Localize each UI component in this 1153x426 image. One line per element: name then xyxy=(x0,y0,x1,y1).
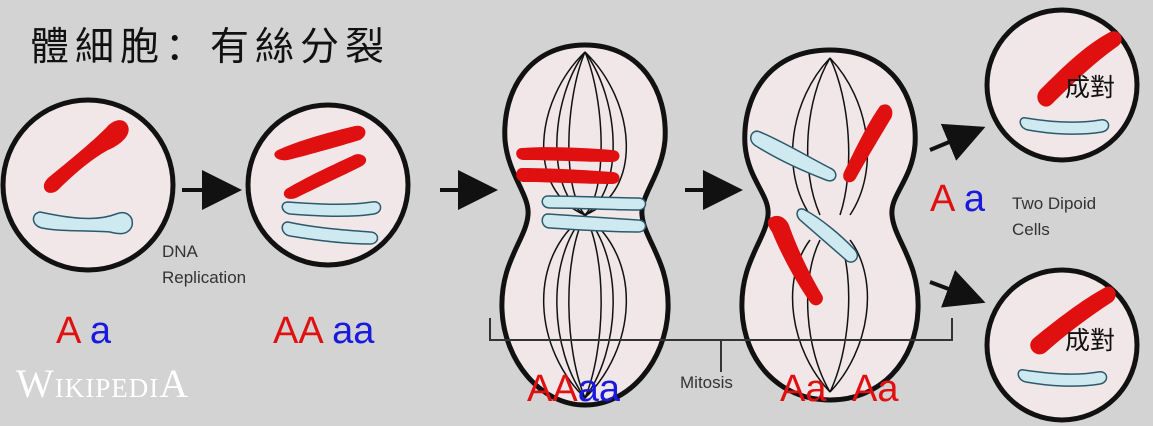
chromosome-recessive-upper xyxy=(282,202,380,217)
two-dipoid-label: Two Dipoid xyxy=(1012,195,1096,212)
allele-stage1: A a xyxy=(56,312,111,350)
arrow-4 xyxy=(930,130,978,150)
paired-label-top: 成對 xyxy=(1065,75,1115,100)
watermark-middle: IKIPEDI xyxy=(55,373,159,403)
allele-recessive: aa xyxy=(578,368,620,410)
cell-metaphase xyxy=(502,45,668,405)
allele-recessive: a xyxy=(964,178,985,220)
allele-stage4-left: Aa xyxy=(780,370,827,408)
replication-label: Replication xyxy=(162,269,246,286)
cell-parent xyxy=(3,100,173,270)
dna-label: DNA xyxy=(162,243,198,260)
wikipedia-watermark: WIKIPEDIA xyxy=(16,364,189,404)
allele-recessive: a xyxy=(877,368,898,410)
allele-dominant: AA xyxy=(273,310,322,352)
watermark-first-letter: W xyxy=(16,361,55,406)
allele-recessive: a xyxy=(805,368,826,410)
cells-label: Cells xyxy=(1012,221,1050,238)
allele-recessive: aa xyxy=(332,310,374,352)
allele-recessive: a xyxy=(90,310,111,352)
arrow-5 xyxy=(930,282,978,300)
allele-dominant: A xyxy=(56,310,79,352)
allele-dominant: A xyxy=(930,178,953,220)
cell-anaphase xyxy=(742,50,918,400)
page-title: 體細胞：有絲分裂 xyxy=(30,28,390,67)
paired-label-bottom: 成對 xyxy=(1065,328,1115,353)
allele-stage2: AA aa xyxy=(273,312,374,350)
allele-stage4-right: Aa xyxy=(852,370,899,408)
watermark-last-letter: A xyxy=(159,361,189,406)
allele-stage3: AAaa xyxy=(527,370,620,408)
allele-dominant: AA xyxy=(527,368,578,410)
mitosis-label: Mitosis xyxy=(680,374,733,391)
cell-replicated xyxy=(248,105,408,265)
allele-daughters: A a xyxy=(930,180,985,218)
allele-dominant: A xyxy=(852,368,877,410)
allele-dominant: A xyxy=(780,368,805,410)
chromosome-recessive-upper xyxy=(542,196,645,210)
